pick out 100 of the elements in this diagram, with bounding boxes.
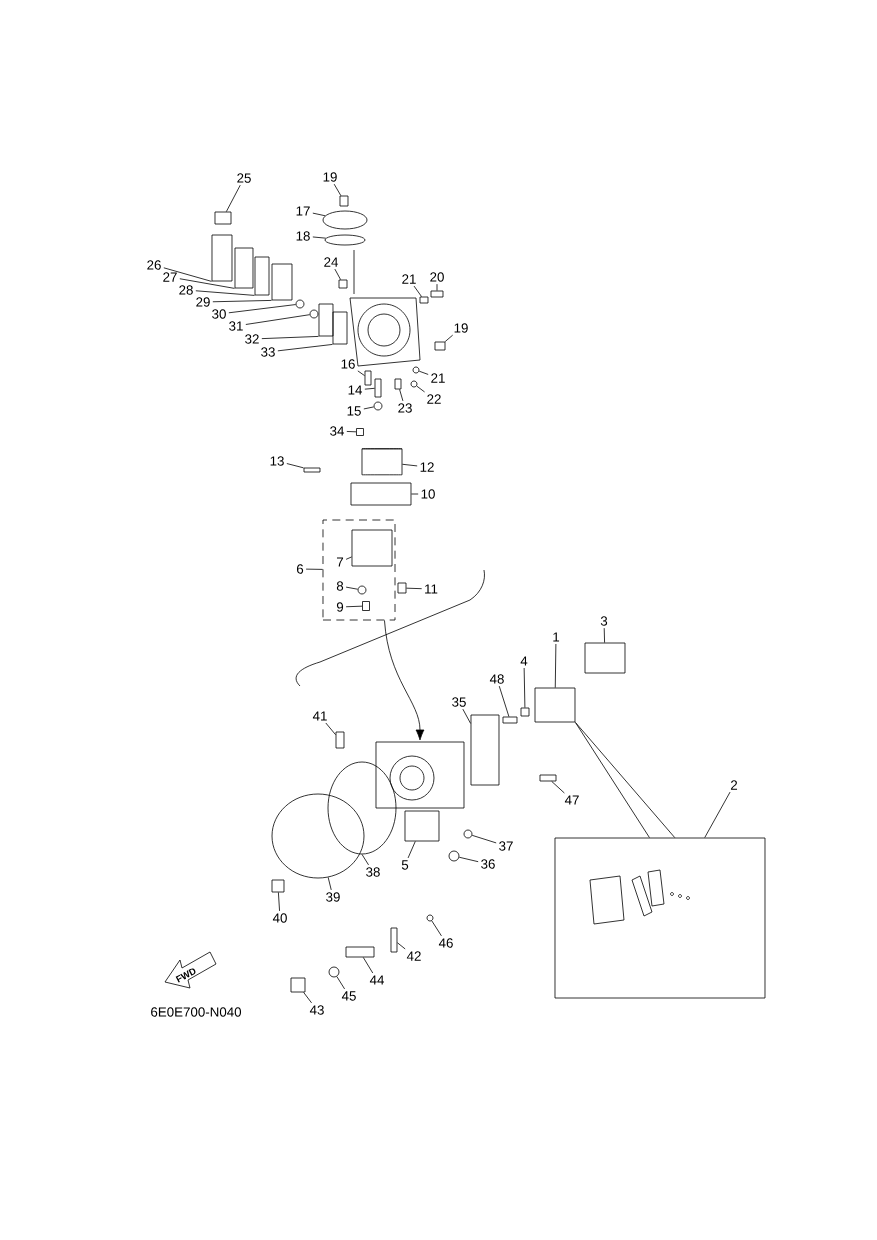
leader-line [334, 268, 341, 280]
callout-number: 26 [147, 260, 161, 270]
part-outline [357, 585, 367, 595]
leader-line [286, 463, 304, 469]
part-outline [303, 467, 321, 473]
callout-number: 2 [730, 780, 738, 790]
leader-line [327, 877, 332, 891]
leader-line [364, 387, 375, 390]
callout-number: 1 [553, 632, 560, 642]
leader-line [195, 290, 255, 296]
leader-line [407, 841, 416, 859]
leader-line [333, 183, 342, 196]
callout-number: 40 [272, 913, 287, 923]
leader-line [312, 212, 326, 217]
leader-line [406, 587, 423, 590]
callout-number: 21 [402, 274, 416, 284]
leader-line [312, 236, 327, 239]
leader-line [397, 942, 406, 950]
callout-number: 12 [420, 462, 434, 472]
callout-number: 31 [229, 321, 243, 331]
part-outline [350, 482, 412, 506]
callout-number: 22 [427, 394, 441, 404]
part-outline [364, 370, 372, 386]
part-outline [234, 247, 254, 289]
part-outline [328, 966, 340, 978]
callout-number: 47 [564, 795, 579, 805]
leader-line [551, 781, 565, 794]
leader-line [416, 385, 425, 393]
part-outline [390, 927, 398, 953]
part-outline [318, 303, 334, 337]
callout-number: 6 [296, 564, 304, 574]
leader-line [163, 267, 212, 282]
leader-line [345, 605, 363, 608]
leader-line [362, 957, 374, 974]
leader-line [462, 708, 471, 724]
callout-number: 15 [347, 406, 361, 416]
part-outline [463, 829, 473, 839]
part-outline [332, 311, 348, 345]
callout-number: 16 [341, 359, 355, 369]
callout-number: 23 [398, 403, 412, 413]
callout-number: 48 [489, 674, 504, 684]
part-outline [539, 774, 557, 782]
callout-number: 21 [431, 373, 445, 383]
callout-number: 19 [454, 323, 468, 333]
arrow [384, 620, 425, 741]
leader-line [431, 920, 442, 937]
callout-number: 19 [323, 172, 337, 182]
part-outline [419, 296, 429, 304]
callout-number: 39 [326, 892, 340, 902]
callout-number: 46 [438, 938, 453, 948]
leader-line [554, 643, 557, 688]
leader-line [261, 336, 319, 340]
part-outline [430, 290, 444, 298]
leader-line [357, 370, 365, 377]
kit-frame [322, 519, 396, 621]
part-outline [356, 428, 364, 436]
callout-number: 14 [348, 385, 362, 395]
leader-line [325, 722, 336, 736]
leader-line [277, 344, 333, 352]
part-outline [362, 601, 370, 611]
part-outline [584, 642, 626, 674]
callout-number: 7 [337, 557, 344, 567]
leader-line [498, 685, 510, 717]
part-outline [374, 378, 382, 398]
callout-number: 9 [336, 602, 344, 612]
part-outline [322, 210, 368, 230]
callout-number: 42 [406, 951, 421, 961]
part-outline [426, 914, 434, 922]
callout-number: 29 [196, 297, 210, 307]
direction-label: FWD [175, 968, 196, 983]
part-outline [290, 977, 306, 993]
callout-number: 28 [179, 285, 193, 295]
callout-number: 37 [499, 841, 513, 851]
detail-box [554, 837, 766, 999]
leader-line [418, 370, 429, 375]
callout-number: 36 [481, 859, 495, 869]
callout-number: 11 [425, 584, 438, 594]
part-outline [309, 309, 319, 319]
leader-line [704, 791, 731, 838]
part-outline [271, 263, 293, 301]
leader-line [603, 627, 605, 643]
part-outline [271, 793, 365, 879]
callout-number: 3 [600, 616, 608, 626]
part-outline [394, 378, 402, 390]
leader-line [399, 389, 404, 402]
leader-line [212, 300, 272, 303]
leader-line [575, 722, 676, 838]
drawing-code: 6E0E700-N040 [151, 1007, 242, 1017]
part-outline [338, 279, 348, 289]
part-outline [448, 850, 460, 862]
leader-line [413, 285, 422, 297]
part-outline [434, 341, 446, 351]
leader-line [225, 184, 241, 212]
leader-line [346, 431, 357, 433]
callout-number: 8 [336, 581, 344, 591]
callout-number: 43 [309, 1005, 324, 1015]
part-outline [345, 946, 375, 958]
leader-line [345, 586, 359, 590]
callout-number: 34 [330, 426, 344, 436]
callout-number: 24 [324, 257, 338, 267]
